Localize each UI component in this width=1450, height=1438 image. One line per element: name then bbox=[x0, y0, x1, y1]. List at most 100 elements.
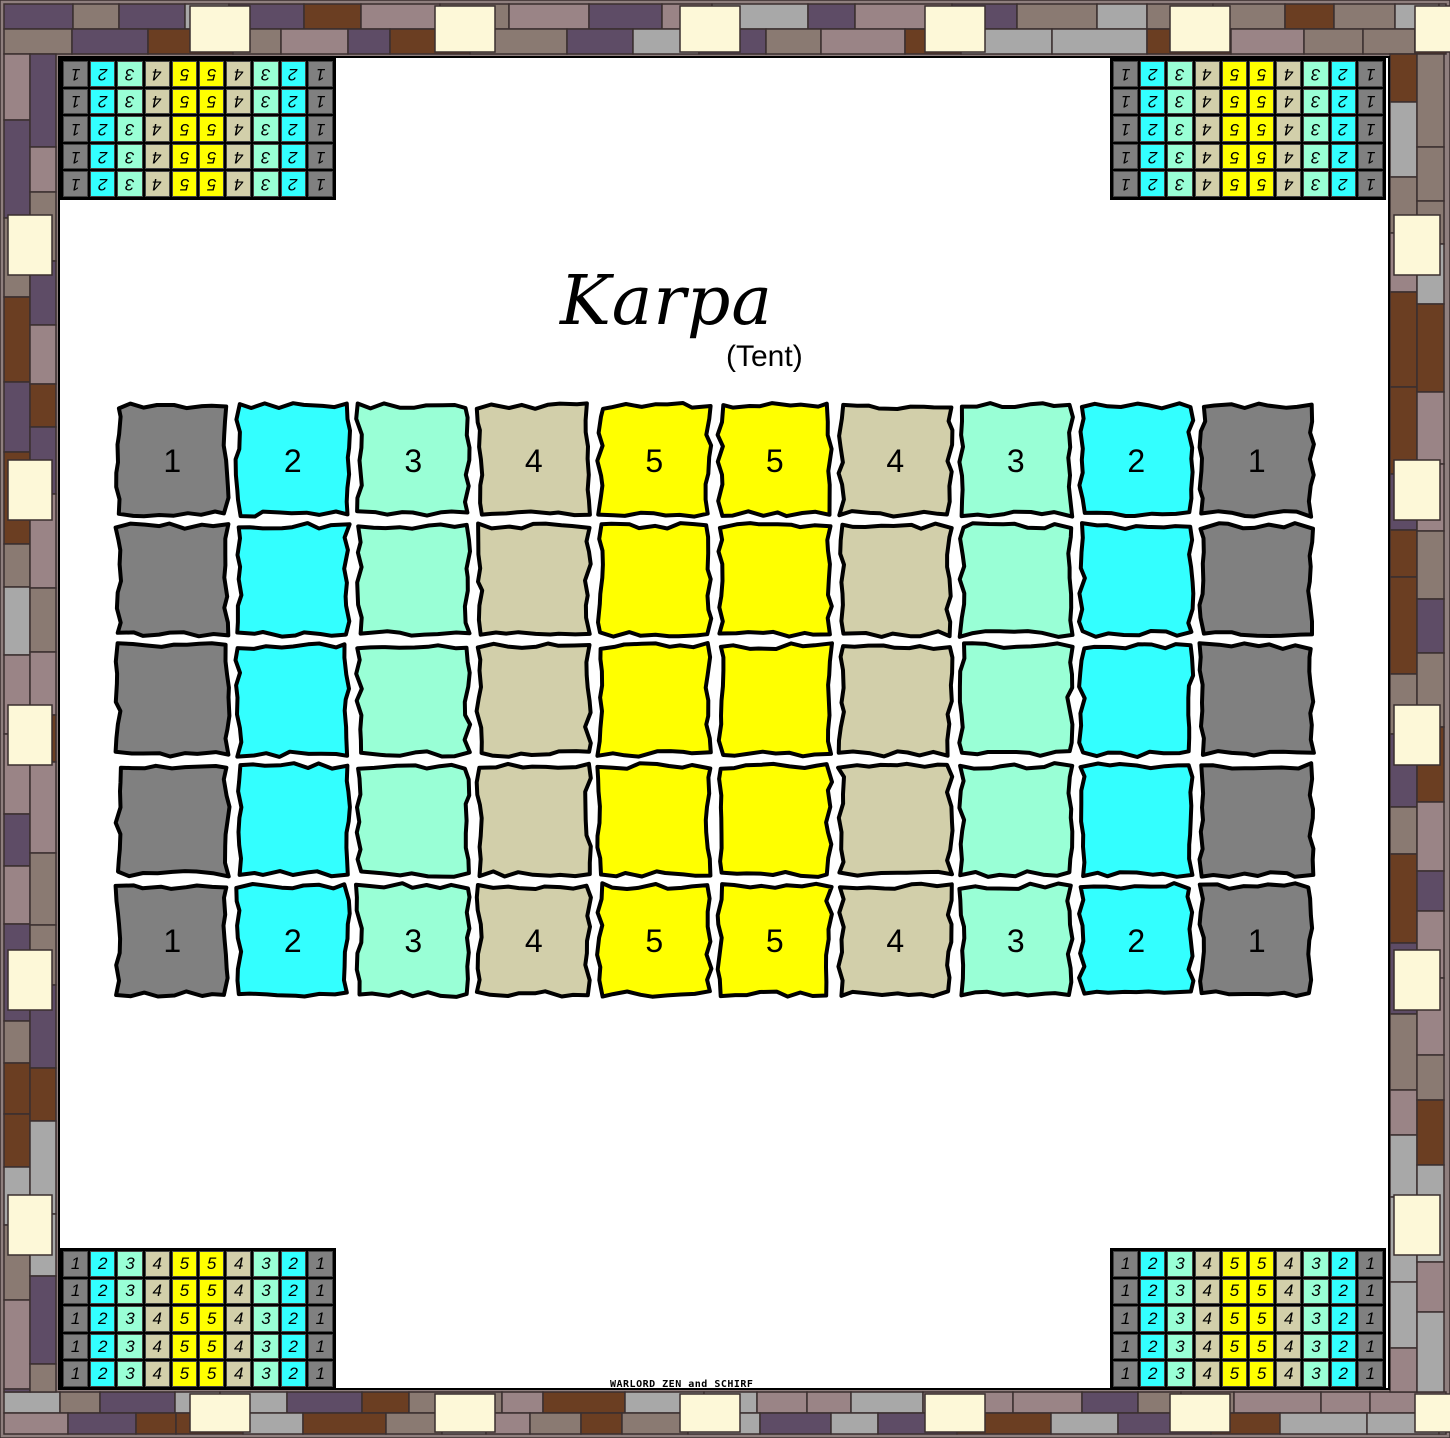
board-cell[interactable]: 4 bbox=[477, 885, 591, 997]
board-cell-label: 1 bbox=[163, 443, 181, 479]
board-cell-shape bbox=[839, 646, 953, 757]
board-cell[interactable]: 5 bbox=[718, 403, 832, 516]
board-cell-label: 4 bbox=[525, 443, 543, 479]
board-cell[interactable]: 1 bbox=[1200, 883, 1313, 996]
mini-cell: 1 bbox=[1113, 89, 1138, 115]
frame-brick bbox=[4, 1389, 30, 1392]
mini-cell-digit: 1 bbox=[71, 1364, 80, 1384]
mini-cell: 5 bbox=[1222, 1279, 1247, 1305]
board-cell[interactable] bbox=[1079, 523, 1193, 637]
board-cell[interactable] bbox=[116, 766, 230, 877]
mini-cell-digit: 3 bbox=[1311, 64, 1320, 84]
board-cell[interactable] bbox=[238, 763, 350, 876]
board-cell[interactable] bbox=[840, 524, 952, 637]
mini-cell-digit: 3 bbox=[261, 147, 270, 167]
mini-cell: 1 bbox=[308, 1361, 333, 1387]
mini-cell-digit: 2 bbox=[1338, 64, 1347, 84]
board-cell[interactable]: 3 bbox=[356, 883, 470, 997]
board-cell[interactable] bbox=[960, 523, 1073, 637]
board-cell[interactable] bbox=[597, 643, 710, 757]
board-cell[interactable] bbox=[1081, 764, 1193, 877]
mini-cell-digit: 3 bbox=[125, 91, 134, 111]
board-cell[interactable]: 3 bbox=[959, 403, 1073, 516]
board-cell[interactable] bbox=[356, 645, 470, 756]
board-cell[interactable] bbox=[959, 763, 1072, 877]
board-cell[interactable] bbox=[598, 523, 711, 637]
board-cell[interactable]: 2 bbox=[1079, 403, 1193, 516]
mini-cell: 1 bbox=[1113, 1251, 1138, 1277]
frame-clasp bbox=[1394, 705, 1440, 765]
board-cell[interactable] bbox=[237, 523, 349, 637]
frame-brick bbox=[766, 29, 821, 54]
board-cell[interactable]: 5 bbox=[718, 884, 832, 997]
mini-cell-digit: 2 bbox=[1338, 1337, 1347, 1357]
mini-cell-digit: 5 bbox=[1230, 91, 1239, 111]
board-cell[interactable] bbox=[719, 643, 832, 756]
board-cell[interactable] bbox=[236, 644, 350, 757]
board-cell[interactable] bbox=[1079, 644, 1193, 757]
mini-cell: 1 bbox=[1113, 1279, 1138, 1305]
mini-cell: 5 bbox=[172, 1251, 197, 1277]
frame-brick bbox=[760, 1413, 831, 1434]
mini-cell-digit: 3 bbox=[261, 1309, 270, 1329]
board-cell[interactable] bbox=[357, 765, 469, 877]
board-cell[interactable] bbox=[357, 525, 470, 636]
board-cell[interactable]: 5 bbox=[597, 403, 711, 517]
mini-cell: 5 bbox=[172, 144, 197, 170]
mini-cell: 3 bbox=[253, 89, 278, 115]
mini-cell: 4 bbox=[1195, 171, 1220, 197]
board-cell[interactable] bbox=[597, 763, 710, 876]
board-cell[interactable]: 4 bbox=[839, 405, 953, 517]
frame-clasp bbox=[1394, 950, 1440, 1010]
board-cell[interactable]: 2 bbox=[236, 403, 350, 516]
board-cell-shape bbox=[116, 643, 230, 756]
frame-brick bbox=[1417, 304, 1444, 392]
board-cell[interactable] bbox=[477, 764, 591, 877]
board-cell[interactable] bbox=[1200, 523, 1314, 636]
mini-cell: 4 bbox=[1276, 61, 1301, 87]
board-cell[interactable]: 2 bbox=[236, 884, 349, 997]
board-cell[interactable]: 3 bbox=[356, 403, 469, 515]
board-cell[interactable] bbox=[719, 764, 832, 877]
mini-cell-digit: 5 bbox=[207, 119, 216, 139]
board-cell[interactable]: 4 bbox=[838, 884, 951, 996]
mini-cell: 4 bbox=[145, 61, 170, 87]
mini-cell: 1 bbox=[63, 144, 88, 170]
board-cell[interactable]: 3 bbox=[959, 884, 1072, 996]
mini-cell-digit: 1 bbox=[316, 119, 325, 139]
board-cell-shape bbox=[236, 644, 350, 757]
mini-cell-digit: 3 bbox=[261, 119, 270, 139]
board-cell[interactable] bbox=[959, 643, 1072, 756]
mini-cell: 5 bbox=[199, 116, 224, 142]
board-cell[interactable] bbox=[839, 646, 953, 757]
mini-cell: 4 bbox=[226, 89, 251, 115]
board-cell[interactable]: 1 bbox=[116, 404, 228, 517]
board-cell[interactable]: 2 bbox=[1079, 883, 1193, 994]
mini-cell: 2 bbox=[1140, 89, 1165, 115]
board-cell[interactable] bbox=[116, 524, 229, 637]
frame-brick bbox=[1390, 577, 1417, 674]
board-cell[interactable] bbox=[838, 764, 952, 876]
frame-brick bbox=[1390, 530, 1417, 577]
mini-cell: 3 bbox=[1303, 1334, 1328, 1360]
mini-cell: 5 bbox=[199, 89, 224, 115]
frame-brick bbox=[303, 1413, 386, 1434]
mini-cell: 4 bbox=[226, 116, 251, 142]
mini-cell-digit: 2 bbox=[288, 1309, 297, 1329]
board-cell[interactable] bbox=[478, 524, 591, 635]
frame-clasp bbox=[1394, 215, 1440, 275]
board-cell[interactable] bbox=[719, 523, 832, 637]
mini-cell-digit: 1 bbox=[1121, 1254, 1130, 1274]
mini-cell-digit: 3 bbox=[1175, 119, 1184, 139]
board-cell[interactable]: 4 bbox=[477, 403, 590, 515]
board-cell[interactable]: 1 bbox=[116, 885, 228, 996]
mini-cell: 1 bbox=[63, 116, 88, 142]
board-cell-shape bbox=[1079, 644, 1193, 757]
board-cell[interactable]: 1 bbox=[1200, 404, 1314, 517]
board-cell[interactable] bbox=[477, 644, 591, 757]
board-cell[interactable] bbox=[116, 643, 230, 756]
mini-cell-digit: 5 bbox=[1257, 174, 1266, 194]
board-cell[interactable] bbox=[1200, 763, 1314, 877]
board-cell[interactable]: 5 bbox=[597, 883, 711, 997]
board-cell[interactable] bbox=[1200, 643, 1314, 755]
